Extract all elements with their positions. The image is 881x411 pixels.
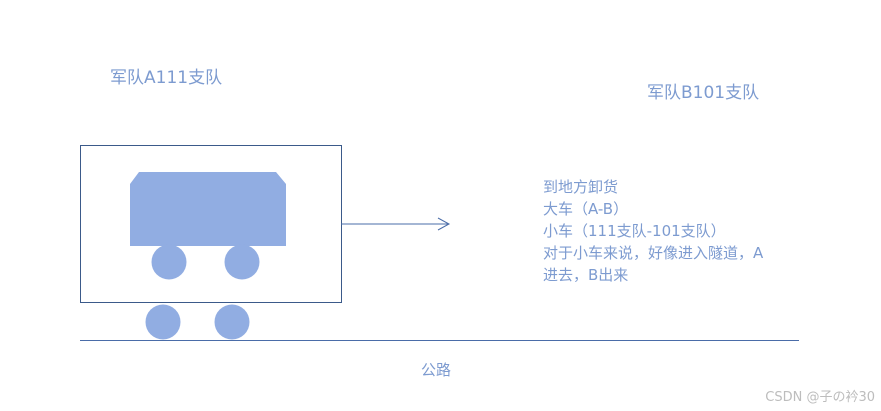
note-line: 小车（111支队-101支队） xyxy=(543,222,726,240)
note-line: 到地方卸货 xyxy=(543,178,619,196)
direction-arrow-head xyxy=(437,217,451,231)
watermark: CSDN @子の衿30 xyxy=(765,390,875,405)
carrier-wheel-right xyxy=(214,304,250,340)
note-line: 大车（A-B） xyxy=(543,200,629,218)
truck-wheel-right xyxy=(224,244,260,280)
note-line: 进去，B出来 xyxy=(543,266,629,284)
road-label: 公路 xyxy=(421,361,452,379)
unit-a-label: 军队A111支队 xyxy=(110,68,223,88)
truck-body xyxy=(130,172,286,246)
truck-wheel-left xyxy=(151,244,187,280)
note-line: 对于小车来说，好像进入隧道，A xyxy=(543,244,764,262)
unit-b-label: 军队B101支队 xyxy=(647,83,760,103)
carrier-wheel-left xyxy=(145,304,181,340)
notes-text-block: 到地方卸货 大车（A-B） 小车（111支队-101支队） 对于小车来说，好像进… xyxy=(543,176,763,286)
